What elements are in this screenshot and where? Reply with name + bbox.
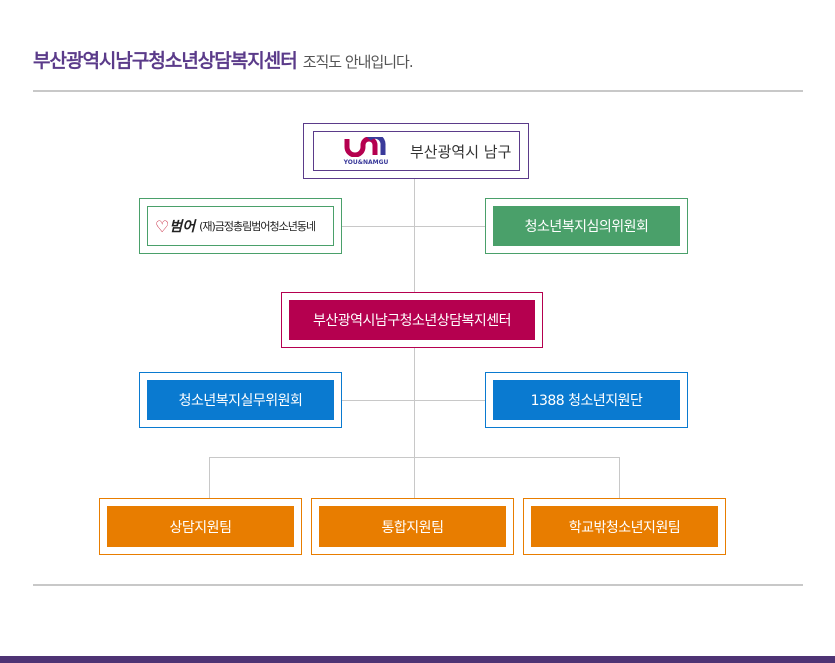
title-suffix: 조직도 안내입니다. xyxy=(302,53,414,71)
namgu-label: 부산광역시 남구 xyxy=(410,142,512,161)
node-label: 통합지원팀 xyxy=(319,506,506,547)
partner-label: (재)금정총림범어청소년동네 xyxy=(199,220,316,233)
beomeo-logo: 범어 xyxy=(169,219,196,235)
connector-row2 xyxy=(341,400,485,401)
node-namgu: YOU&NAMGU 부산광역시 남구 xyxy=(303,123,529,179)
namgu-logo: YOU&NAMGU xyxy=(336,133,396,166)
top-divider xyxy=(33,90,803,92)
node-label: 청소년복지심의위원회 xyxy=(493,206,680,246)
node-label: 1388 청소년지원단 xyxy=(493,380,680,420)
node-label: 학교밖청소년지원팀 xyxy=(531,506,718,547)
footer-bar xyxy=(0,656,835,663)
node-support-group: 1388 청소년지원단 xyxy=(485,372,688,428)
node-label: 청소년복지실무위원회 xyxy=(147,380,334,420)
node-label: 상담지원팀 xyxy=(107,506,294,547)
org-name: 부산광역시남구청소년상담복지센터 xyxy=(33,50,298,72)
node-label: 부산광역시남구청소년상담복지센터 xyxy=(289,300,535,340)
bottom-divider xyxy=(33,584,803,586)
node-team-out-of-school: 학교밖청소년지원팀 xyxy=(523,498,726,555)
node-committee: 청소년복지심의위원회 xyxy=(485,198,688,254)
node-team-integrated: 통합지원팀 xyxy=(311,498,514,555)
connector-team3 xyxy=(619,457,620,498)
node-team-counseling: 상담지원팀 xyxy=(99,498,302,555)
connector-team1 xyxy=(209,457,210,498)
node-center: 부산광역시남구청소년상담복지센터 xyxy=(281,292,543,348)
node-working-committee: 청소년복지실무위원회 xyxy=(139,372,342,428)
node-partner: ♡ 범어 (재)금정총림범어청소년동네 xyxy=(139,198,342,254)
heart-logo-icon: ♡ xyxy=(155,216,170,236)
connector-row1 xyxy=(341,226,485,227)
connector-teams xyxy=(209,457,620,458)
